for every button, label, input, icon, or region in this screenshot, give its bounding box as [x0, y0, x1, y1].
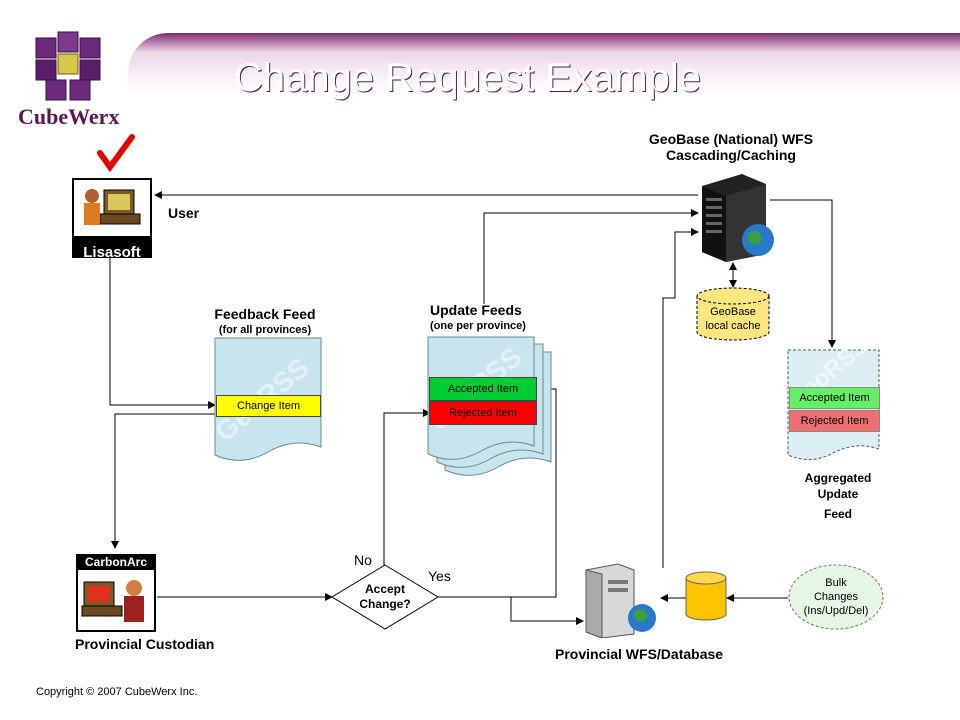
- decision-label: Accept Change?: [359, 582, 411, 611]
- user-node: Lisasoft: [72, 178, 152, 261]
- accepted-item: Accepted Item: [429, 377, 537, 401]
- update-feeds-subtitle: (one per province): [430, 320, 526, 332]
- custodian-node: CarbonArc: [76, 554, 156, 632]
- server-tower-icon: [702, 174, 774, 262]
- checkmark-icon: [97, 134, 135, 173]
- user-badge-label: Lisasoft: [83, 244, 141, 261]
- logo-wordmark: CubeWerx: [18, 104, 120, 129]
- geobase-title: GeoBase (National) WFS Cascading/Caching: [648, 131, 814, 163]
- decision-diamond: [331, 564, 439, 630]
- custodian-badge-label: CarbonArc: [84, 555, 147, 569]
- feedback-feed-subtitle: (for all provinces): [218, 324, 312, 336]
- title-banner: [128, 33, 960, 121]
- geobase-cache-label: GeoBase local cache: [705, 306, 761, 332]
- aggregated-accepted-item: Accepted Item: [789, 387, 880, 409]
- provincial-db-label: Provincial WFS/Database: [555, 646, 724, 662]
- geobase-cache-icon: [696, 287, 770, 341]
- copyright-text: Copyright © 2007 CubeWerx Inc.: [36, 686, 198, 698]
- decision-yes-label: Yes: [428, 568, 451, 584]
- user-at-computer-icon: [74, 180, 150, 236]
- custodian-at-computer-icon: [78, 570, 154, 630]
- bulk-changes-label: Bulk Changes (Ins/Upd/Del): [803, 577, 869, 617]
- aggregated-rejected-item: Rejected Item: [789, 410, 880, 432]
- user-label: User: [168, 205, 200, 221]
- feedback-feed-title: Feedback Feed: [214, 306, 316, 322]
- rejected-item: Rejected Item: [429, 401, 537, 425]
- bulk-changes-ellipse: [788, 564, 884, 630]
- aggregated-feed-label: Aggregated Update Feed: [804, 471, 872, 521]
- cubewerx-logo-icon: [35, 31, 101, 101]
- custodian-label: Provincial Custodian: [75, 636, 215, 652]
- update-feeds-title: Update Feeds: [430, 302, 522, 318]
- provincial-server-icon: [585, 563, 656, 638]
- page-title: Change Request Example: [234, 56, 701, 100]
- database-cylinder-icon: [685, 571, 727, 621]
- decision-no-label: No: [354, 552, 372, 568]
- change-item: Change Item: [216, 395, 321, 417]
